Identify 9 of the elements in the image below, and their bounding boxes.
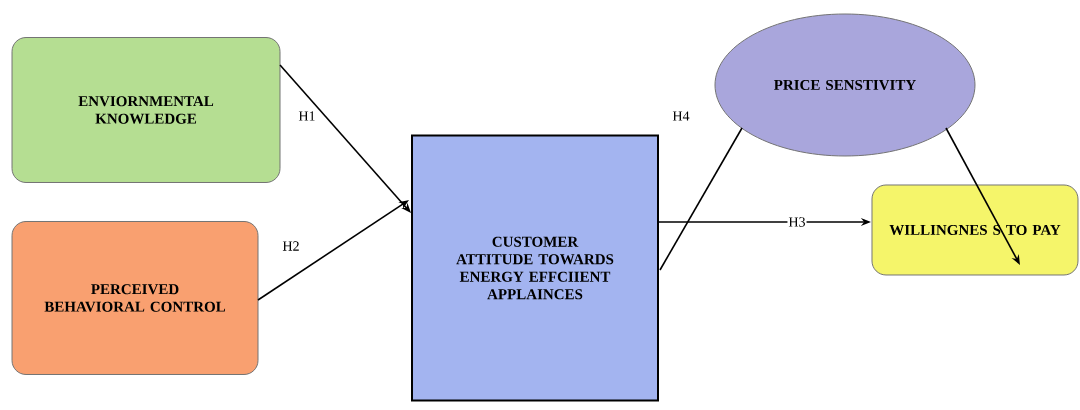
edge-label: H3 — [787, 216, 807, 228]
rounded-box: ENVIORNMENTAL KNOWLEDGE — [11, 37, 281, 183]
edge-label: H1 — [297, 110, 317, 122]
connector-line — [659, 127, 743, 271]
rounded-box: PERCEIVED BEHAVIORAL CONTROL — [11, 221, 259, 375]
edge-label: H2 — [281, 240, 301, 252]
arrow — [279, 64, 411, 213]
edge-label: H4 — [671, 110, 691, 122]
box: CUSTOMER ATTITUDE TOWARDS ENERGY EFFCIIENT APPLAINCES — [411, 134, 659, 402]
